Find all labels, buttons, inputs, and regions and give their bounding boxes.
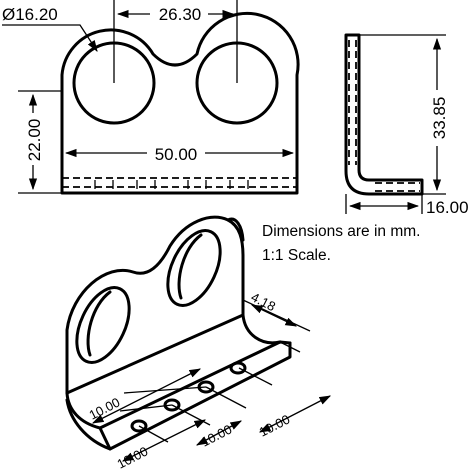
iso-upright-back-edge	[226, 217, 245, 242]
iso-spacing-label-3: 10.00	[199, 422, 235, 450]
hole-hidden-ticks	[94, 180, 249, 189]
width-label: 50.00	[155, 145, 198, 164]
scale-note: 1:1 Scale.	[262, 247, 331, 264]
hole-diameter-label: Ø16.20	[2, 5, 58, 24]
side-height-label: 33.85	[430, 97, 449, 140]
iso-spacing-dimension-line-4	[258, 395, 332, 433]
front-view-outline	[60, 11, 300, 195]
iso-spacing-dimension-line-2	[121, 419, 207, 462]
iso-spacing-label-2: 10.00	[115, 444, 151, 472]
iso-plate-thickness	[65, 398, 112, 451]
iso-upright-face	[65, 215, 245, 395]
side-view: 33.85 16.00	[344, 33, 473, 217]
iso-spacing-dimension-line-3	[195, 420, 243, 446]
hole-spacing-label: 26.30	[159, 5, 202, 24]
side-view-outline	[344, 33, 424, 196]
iso-left-hole	[75, 286, 131, 364]
iso-right-hole	[166, 229, 222, 307]
iso-top-face-edge	[65, 313, 245, 395]
iso-spacing-dimension-line-1	[91, 368, 202, 424]
hole-diameter-leader	[2, 24, 98, 52]
iso-thickness-dimension-line	[250, 304, 298, 327]
iso-bottom-hole-4	[229, 361, 247, 375]
side-depth-label: 16.00	[426, 198, 469, 217]
height-label: 22.00	[25, 119, 44, 162]
iso-spacing-label-4: 10.00	[257, 412, 293, 440]
dimensions-note: Dimensions are in mm.	[262, 223, 421, 240]
front-view: 26.30 Ø16.20 22.00 50.00	[2, 0, 300, 195]
